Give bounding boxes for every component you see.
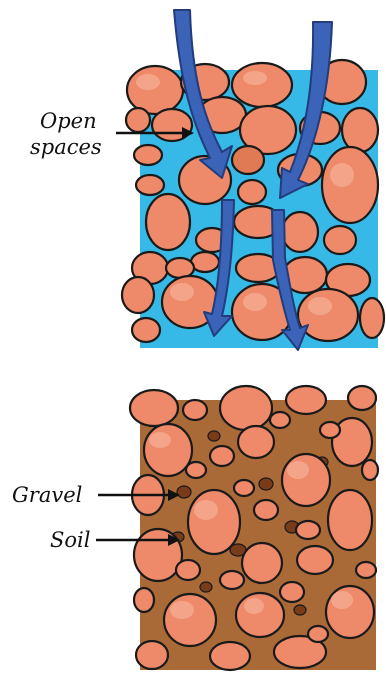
soil-label: Soil (50, 528, 90, 552)
open-spaces-label-line1: Open (40, 109, 97, 133)
top-panel-gravel-open-spaces: Open spaces (30, 10, 384, 350)
open-spaces-label-line2: spaces (30, 135, 102, 159)
gravel-label: Gravel (12, 483, 82, 507)
bottom-panel-gravel-with-soil: Gravel Soil (12, 386, 378, 670)
